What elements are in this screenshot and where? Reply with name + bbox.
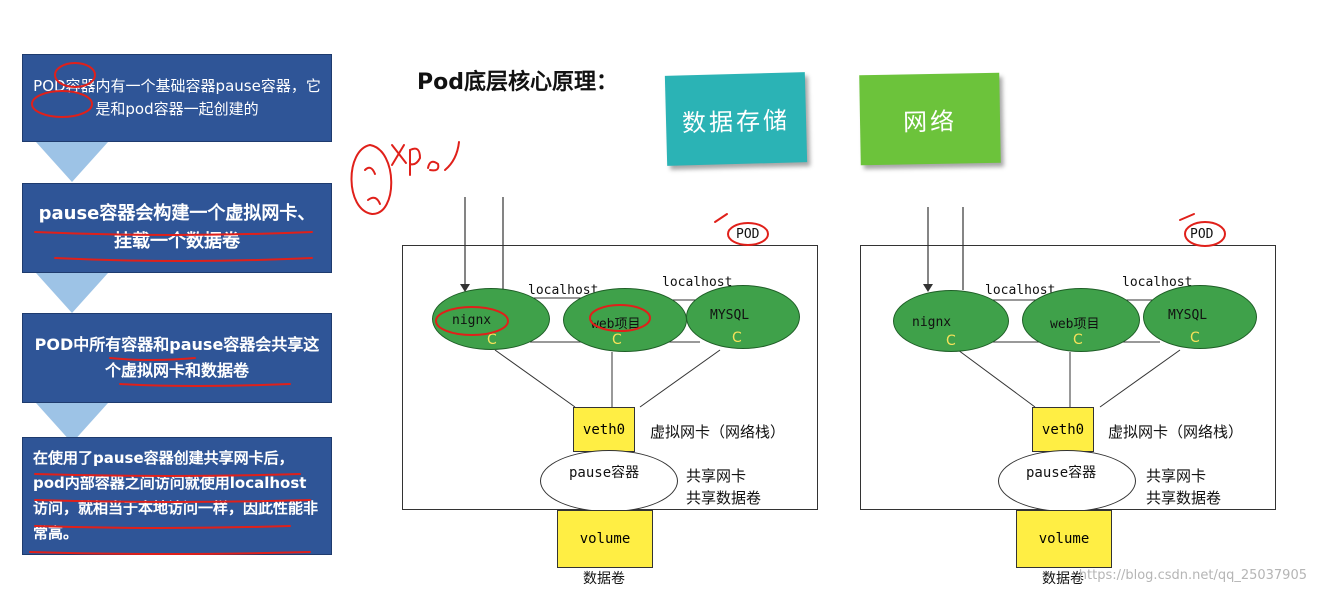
- flow-box-1: POD容器内有一个基础容器pause容器，它是和pod容器一起创建的: [22, 54, 332, 142]
- pod2-line-c3-veth: [1099, 349, 1181, 408]
- pod1-volume-desc: 数据卷: [583, 571, 625, 587]
- annotation-pod2-label-circle: [1184, 221, 1226, 247]
- annotation-circle-pod: [54, 62, 96, 88]
- pod1-container-web-c: C: [612, 332, 622, 348]
- pod2-container-web-label: web项目: [1050, 317, 1100, 332]
- pod1-veth-box: veth0: [573, 407, 635, 452]
- annotation-doodle-pod-text: [409, 141, 460, 176]
- pod1-container-nginx-label: nignx: [452, 313, 492, 328]
- pod2-volume-box: volume: [1016, 510, 1112, 568]
- flow-arrow-2: [36, 273, 108, 313]
- annotation-underline-2a: [34, 231, 313, 236]
- flow-arrow-3: [36, 403, 108, 443]
- flow-box-4: 在使用了pause容器创建共享网卡后，pod内部容器之间访问就使用localho…: [22, 437, 332, 555]
- annotation-underline-4a: [34, 473, 301, 477]
- annotation-pod1-label-tick: [714, 213, 728, 223]
- pod2-container-mysql: [1143, 285, 1257, 349]
- annotation-web-circle: [589, 304, 651, 332]
- pod1-line-c3-veth: [639, 349, 721, 408]
- annotation-nginx-circle: [435, 306, 509, 336]
- pod1-pause-container: [540, 450, 678, 512]
- pod1-share-vol: 共享数据卷: [686, 489, 762, 507]
- pod2-incoming-arrowhead: [923, 284, 933, 292]
- pod2-veth-label: veth0: [1041, 421, 1085, 438]
- pod2-label: POD: [1190, 227, 1214, 242]
- pod1-label: POD: [736, 227, 760, 242]
- annotation-pod2-label-tick: [1179, 213, 1195, 221]
- annotation-underline-3a: [109, 357, 196, 361]
- pod1-localhost-1: localhost: [528, 283, 599, 298]
- flow-arrow-1: [36, 142, 108, 182]
- annotation-underline-4b: [34, 499, 311, 503]
- pod1-share-nic: 共享网卡: [686, 467, 747, 485]
- pod2-container-mysql-c: C: [1190, 330, 1200, 346]
- annotation-doodle-pod: [350, 143, 393, 216]
- flow-box-2-text: pause容器会构建一个虚拟网卡、挂载一个数据卷: [38, 203, 316, 252]
- annotation-doodle-x: [391, 144, 407, 166]
- diagram-title: Pod底层核心原理：: [417, 70, 618, 95]
- pod2-container-nginx-label: nignx: [912, 315, 952, 330]
- pod1-incoming-arrowhead: [460, 284, 470, 292]
- flow-box-3: POD中所有容器和pause容器会共享这个虚拟网卡和数据卷: [22, 313, 332, 403]
- flow-box-3-text: POD中所有容器和pause容器会共享这个虚拟网卡和数据卷: [34, 335, 320, 380]
- pod1-line-c1-veth: [494, 349, 576, 408]
- annotation-pod1-label-circle: [727, 222, 769, 246]
- pod2-container-web: [1022, 288, 1140, 352]
- pod2-container-nginx: [893, 290, 1009, 352]
- pod2-pause-label: pause容器: [1026, 465, 1097, 481]
- pod2-container-mysql-label: MYSQL: [1168, 308, 1208, 323]
- flow-box-2: pause容器会构建一个虚拟网卡、挂载一个数据卷: [22, 183, 332, 273]
- pod2-volume-label: volume: [1038, 531, 1090, 547]
- pod1-veth-desc: 虚拟网卡（网络栈）: [650, 423, 786, 441]
- annotation-doodle-inner: [364, 166, 381, 205]
- pod1-container-mysql-c: C: [732, 330, 742, 346]
- pod1-volume-box: volume: [557, 510, 653, 568]
- pod1-volume-label: volume: [579, 531, 631, 547]
- annotation-circle-pause: [31, 90, 93, 118]
- annotation-underline-4c: [34, 525, 291, 529]
- pod2-container-nginx-c: C: [946, 333, 956, 349]
- pod2-localhost-1: localhost: [985, 283, 1056, 298]
- pod1-container-mysql-label: MYSQL: [710, 308, 750, 323]
- annotation-underline-3b: [119, 383, 291, 387]
- pod1-localhost-2: localhost: [662, 275, 733, 290]
- pod2-veth-desc: 虚拟网卡（网络栈）: [1108, 423, 1244, 441]
- pod2-pause-container: [998, 450, 1136, 512]
- pod2-localhost-2: localhost: [1122, 275, 1193, 290]
- watermark: https://blog.csdn.net/qq_25037905: [1078, 568, 1307, 583]
- pod2-line-c1-veth: [957, 349, 1036, 408]
- annotation-underline-2b: [54, 257, 313, 262]
- pod1-pause-label: pause容器: [569, 465, 640, 481]
- pod1-container-nginx: [432, 288, 550, 350]
- flow-box-1-text: POD容器内有一个基础容器pause容器，它是和pod容器一起创建的: [33, 77, 321, 118]
- pod2-share-vol: 共享数据卷: [1146, 489, 1222, 507]
- annotation-underline-4d: [29, 551, 311, 555]
- pod1-container-nginx-c: C: [487, 332, 497, 348]
- pod1-container-mysql: [686, 285, 800, 349]
- flow-box-4-text: 在使用了pause容器创建共享网卡后，pod内部容器之间访问就使用localho…: [33, 449, 319, 542]
- pod2-share-nic: 共享网卡: [1146, 467, 1207, 485]
- pod1-veth-label: veth0: [582, 421, 626, 438]
- pod2-container-web-c: C: [1073, 332, 1083, 348]
- pod2-volume-desc: 数据卷: [1042, 571, 1084, 587]
